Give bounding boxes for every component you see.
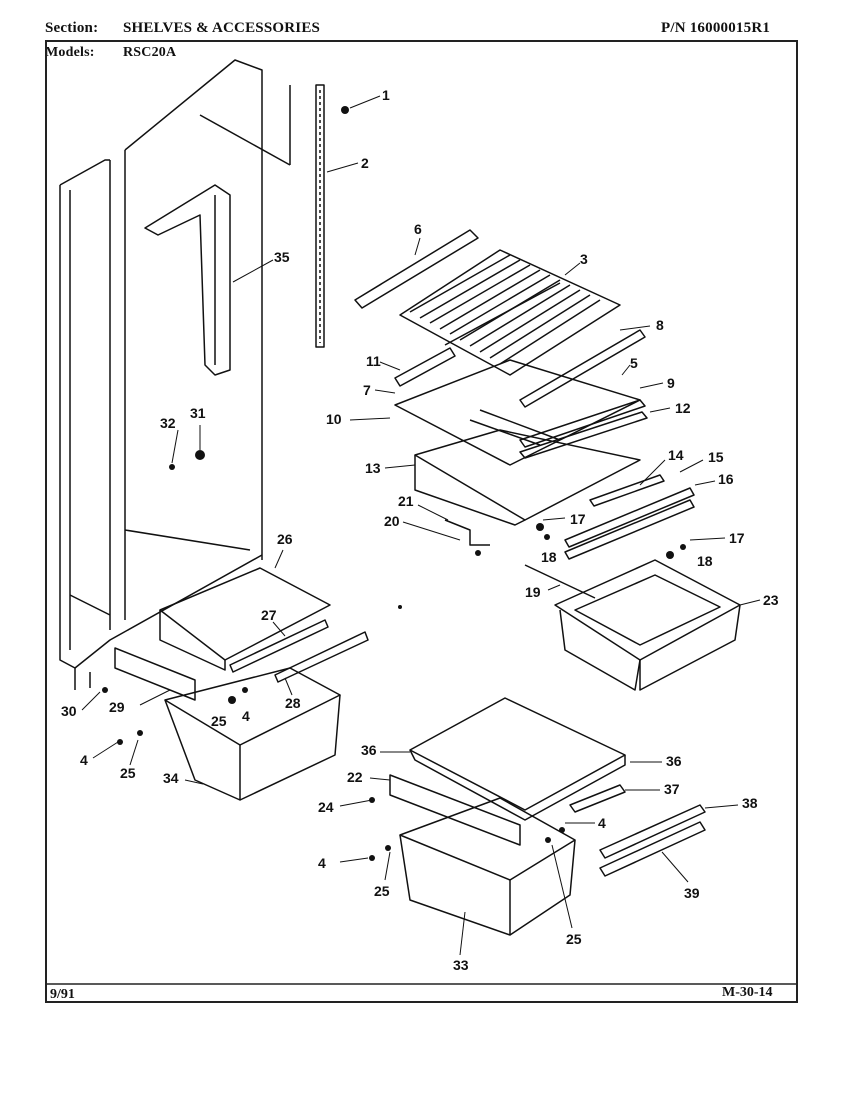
- callout-34: 34: [163, 770, 179, 786]
- callout-25b: 25: [120, 765, 136, 781]
- callout-14: 14: [668, 447, 684, 463]
- callout-6: 6: [414, 221, 422, 237]
- part-34-pan: [164, 667, 341, 801]
- callout-4c: 4: [598, 815, 606, 831]
- models-label: Models:: [45, 45, 95, 60]
- callout-13: 13: [365, 460, 381, 476]
- callout-8: 8: [656, 317, 664, 333]
- callout-9: 9: [667, 375, 675, 391]
- callout-11: 11: [366, 353, 381, 369]
- callout-16: 16: [718, 471, 734, 487]
- callout-36b: 36: [666, 753, 682, 769]
- callout-17: 17: [570, 511, 586, 527]
- part-37-rail: [569, 784, 626, 813]
- part-8-trim: [519, 329, 646, 408]
- callout-2: 2: [361, 155, 369, 171]
- callout-12: 12: [675, 400, 691, 416]
- part-39-rail: [599, 821, 706, 877]
- callout-18b: 18: [697, 553, 713, 569]
- callout-25d: 25: [566, 931, 582, 947]
- part-21-bracket: [444, 519, 490, 546]
- part-13-cover: [414, 429, 641, 526]
- callout-3: 3: [580, 251, 588, 267]
- section-label: Section:: [45, 20, 99, 36]
- callout-28: 28: [285, 695, 301, 711]
- callout-5: 5: [630, 355, 638, 371]
- part-22-bracket: [389, 774, 521, 846]
- model-number: RSC20A: [123, 45, 177, 60]
- hardware-fasteners: [102, 106, 686, 861]
- callout-19: 19: [525, 584, 541, 600]
- part-number: P/N 16000015R1: [661, 20, 771, 36]
- callout-17b: 17: [729, 530, 745, 546]
- callout-31: 31: [190, 405, 206, 421]
- callout-7: 7: [363, 382, 371, 398]
- callout-22: 22: [347, 769, 363, 785]
- callout-27: 27: [261, 607, 277, 623]
- part-38-rail: [599, 804, 706, 859]
- callout-23: 23: [763, 592, 779, 608]
- diagram-frame: [45, 40, 798, 1003]
- part-2-ladder: [289, 84, 325, 348]
- callout-35: 35: [274, 249, 290, 265]
- callout-10: 10: [326, 411, 342, 427]
- callout-20: 20: [384, 513, 400, 529]
- part-16-rail: [564, 499, 695, 560]
- part-29-bracket: [114, 647, 196, 701]
- callout-25: 25: [211, 713, 227, 729]
- part-9-trim: [519, 399, 646, 448]
- part-28-rail: [274, 631, 369, 683]
- part-27-rail: [229, 619, 329, 673]
- part-14-rail: [589, 474, 665, 507]
- section-title: SHELVES & ACCESSORIES: [123, 20, 321, 36]
- cabinet-liner: [59, 59, 291, 690]
- callout-21: 21: [398, 493, 414, 509]
- callout-24: 24: [318, 799, 334, 815]
- callout-26: 26: [277, 531, 293, 547]
- part-3-wire-shelf: [399, 249, 621, 376]
- callout-4d: 4: [318, 855, 326, 871]
- callout-37: 37: [664, 781, 680, 797]
- callout-33: 33: [453, 957, 469, 973]
- callout-15: 15: [708, 449, 724, 465]
- part-23-drawer: [554, 559, 741, 691]
- callout-25c: 25: [374, 883, 390, 899]
- footer-page-code: M-30-14: [722, 985, 773, 1000]
- part-36-cover: [409, 697, 626, 821]
- callout-18: 18: [541, 549, 557, 565]
- part-15-rail: [564, 487, 695, 548]
- callout-labels: 1 2 6 3 35 8 11 5 7 9 10 12 32 31 13 14 …: [61, 87, 779, 973]
- part-11-trim: [394, 347, 456, 387]
- callout-36: 36: [361, 742, 377, 758]
- callout-1: 1: [382, 87, 390, 103]
- part-6-rail: [354, 229, 479, 309]
- callout-38: 38: [742, 795, 758, 811]
- callout-32: 32: [160, 415, 176, 431]
- leader-lines: [81, 95, 761, 956]
- part-12-trim: [519, 411, 648, 459]
- callout-4: 4: [242, 708, 250, 724]
- callout-29: 29: [109, 699, 125, 715]
- part-26-cover: [159, 567, 331, 671]
- callout-39: 39: [684, 885, 700, 901]
- callout-4b: 4: [80, 752, 88, 768]
- footer-date: 9/91: [50, 987, 75, 1002]
- callout-30: 30: [61, 703, 77, 719]
- part-33-pan: [399, 797, 576, 936]
- part-35-handle: [144, 184, 231, 376]
